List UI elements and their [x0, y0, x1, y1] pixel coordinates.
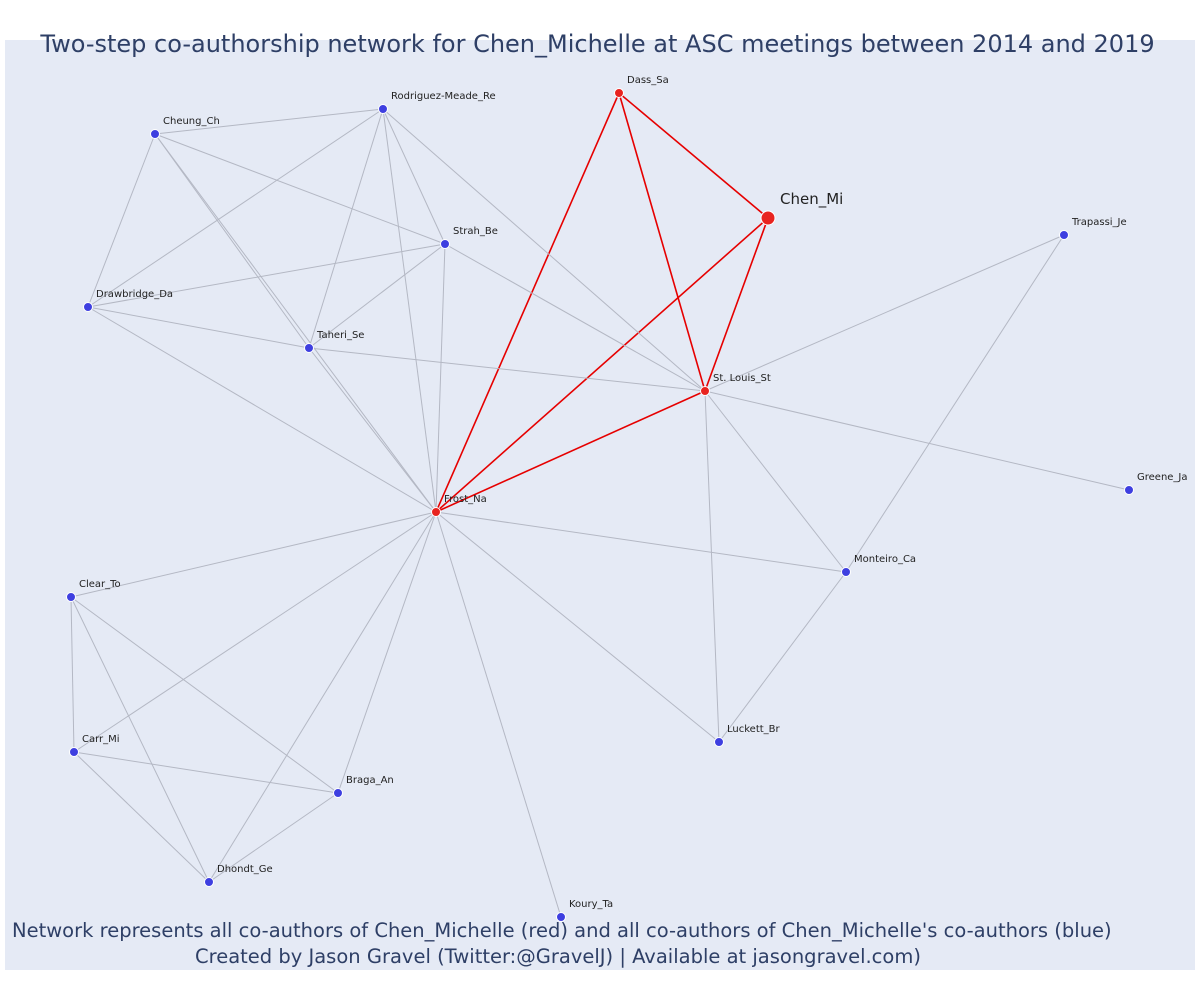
node-label-clear-to: Clear_To: [79, 579, 121, 590]
edge-frost-na-koury-ta: [435, 511, 562, 918]
node-label-cheung-ch: Cheung_Ch: [163, 116, 220, 127]
edge-clear-to-dhondt-ge: [70, 596, 210, 883]
edge-st-louis-st-frost-na: [435, 390, 706, 513]
node-frost-na[interactable]: [431, 507, 441, 517]
edge-drawbridge-da-taheri-se: [87, 306, 310, 349]
node-cheung-ch[interactable]: [150, 129, 160, 139]
edge-rodriguez-meade-re-strah-be: [382, 108, 446, 245]
edge-taheri-se-frost-na: [308, 347, 437, 513]
edge-chen-mi-dass-sa: [618, 92, 769, 219]
edge-frost-na-luckett-br: [435, 511, 720, 743]
edge-clear-to-carr-mi: [70, 596, 75, 753]
edge-rodriguez-meade-re-drawbridge-da: [87, 108, 384, 308]
edge-braga-an-dhondt-ge: [208, 792, 339, 883]
node-drawbridge-da[interactable]: [83, 302, 93, 312]
node-label-st-louis-st: St. Louis_St: [713, 373, 771, 384]
edge-chen-mi-frost-na: [435, 217, 769, 513]
edge-trapassi-je-monteiro-ca: [845, 234, 1065, 573]
node-chen-mi[interactable]: [760, 210, 776, 226]
node-label-frost-na: Frost_Na: [444, 494, 487, 505]
edge-taheri-se-st-louis-st: [308, 347, 706, 392]
edge-chen-mi-st-louis-st: [704, 217, 769, 392]
edge-frost-na-dhondt-ge: [208, 511, 437, 883]
edge-cheung-ch-frost-na: [154, 133, 437, 513]
edge-cheung-ch-rodriguez-meade-re: [154, 108, 384, 135]
edge-st-louis-st-trapassi-je: [704, 234, 1065, 392]
chart-title: Two-step co-authorship network for Chen_…: [40, 30, 1155, 58]
node-monteiro-ca[interactable]: [841, 567, 851, 577]
node-layer: [66, 88, 1134, 922]
node-label-greene-ja: Greene_Ja: [1137, 472, 1188, 483]
node-koury-ta[interactable]: [556, 912, 566, 922]
node-label-carr-mi: Carr_Mi: [82, 734, 120, 745]
edge-dass-sa-st-louis-st: [618, 92, 706, 392]
edge-rodriguez-meade-re-taheri-se: [308, 108, 384, 349]
node-strah-be[interactable]: [440, 239, 450, 249]
edge-st-louis-st-greene-ja: [704, 390, 1130, 491]
node-label-drawbridge-da: Drawbridge_Da: [96, 289, 173, 300]
node-carr-mi[interactable]: [69, 747, 79, 757]
edge-carr-mi-dhondt-ge: [73, 751, 210, 883]
edge-monteiro-ca-luckett-br: [718, 571, 847, 743]
node-label-koury-ta: Koury_Ta: [569, 899, 613, 910]
edge-carr-mi-braga-an: [73, 751, 339, 794]
edge-strah-be-drawbridge-da: [87, 243, 446, 308]
edge-strah-be-taheri-se: [308, 243, 446, 349]
node-clear-to[interactable]: [66, 592, 76, 602]
node-braga-an[interactable]: [333, 788, 343, 798]
edge-strah-be-frost-na: [435, 243, 446, 513]
node-label-taheri-se: Taheri_Se: [316, 330, 364, 341]
node-rodriguez-meade-re[interactable]: [378, 104, 388, 114]
edge-rodriguez-meade-re-st-louis-st: [382, 108, 706, 392]
node-taheri-se[interactable]: [304, 343, 314, 353]
edge-rodriguez-meade-re-frost-na: [382, 108, 437, 513]
edge-cheung-ch-strah-be: [154, 133, 446, 245]
node-label-monteiro-ca: Monteiro_Ca: [854, 554, 916, 565]
edge-drawbridge-da-frost-na: [87, 306, 437, 513]
edge-clear-to-braga-an: [70, 596, 339, 794]
node-dass-sa[interactable]: [614, 88, 624, 98]
footer-note: Network represents all co-authors of Che…: [12, 919, 1112, 942]
node-label-luckett-br: Luckett_Br: [727, 724, 781, 735]
node-label-dass-sa: Dass_Sa: [627, 75, 669, 86]
node-trapassi-je[interactable]: [1059, 230, 1069, 240]
edge-st-louis-st-monteiro-ca: [704, 390, 847, 573]
node-luckett-br[interactable]: [714, 737, 724, 747]
node-st-louis-st[interactable]: [700, 386, 710, 396]
edge-dass-sa-frost-na: [435, 92, 620, 513]
edge-cheung-ch-taheri-se: [154, 133, 310, 349]
edge-strah-be-st-louis-st: [444, 243, 706, 392]
node-label-rodriguez-meade-re: Rodriguez-Meade_Re: [391, 91, 496, 102]
node-label-trapassi-je: Trapassi_Je: [1071, 217, 1127, 228]
node-greene-ja[interactable]: [1124, 485, 1134, 495]
edge-frost-na-braga-an: [337, 511, 437, 794]
edge-frost-na-carr-mi: [73, 511, 437, 753]
footer-credit: Created by Jason Gravel (Twitter:@Gravel…: [195, 945, 921, 968]
node-label-strah-be: Strah_Be: [453, 226, 498, 237]
node-label-braga-an: Braga_An: [346, 775, 394, 786]
node-dhondt-ge[interactable]: [204, 877, 214, 887]
edge-frost-na-monteiro-ca: [435, 511, 847, 573]
plot-area: [5, 40, 1195, 970]
node-label-chen-mi: Chen_Mi: [780, 190, 843, 209]
node-label-dhondt-ge: Dhondt_Ge: [217, 864, 273, 875]
edge-frost-na-clear-to: [70, 511, 437, 598]
edge-layer: [70, 92, 1130, 918]
edge-st-louis-st-luckett-br: [704, 390, 720, 743]
edge-cheung-ch-drawbridge-da: [87, 133, 156, 308]
